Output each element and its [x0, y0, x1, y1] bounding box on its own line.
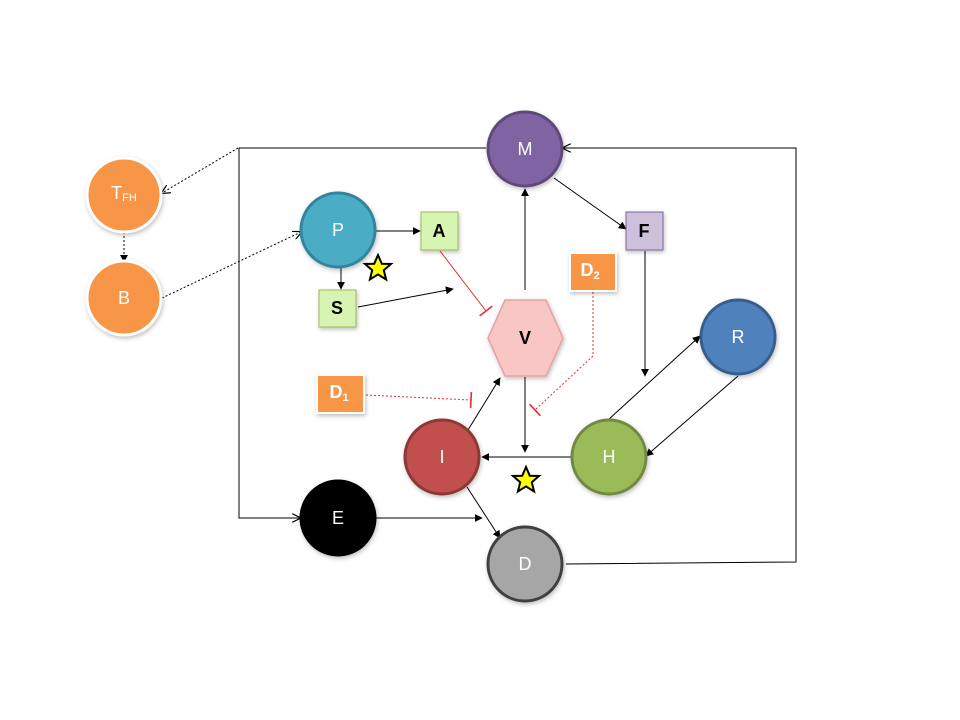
node-i: I	[403, 418, 481, 496]
box-d1-sub: 1	[342, 392, 348, 404]
edge-i-to-d	[466, 486, 501, 539]
edges	[120, 147, 797, 565]
svg-text:D1: D1	[329, 382, 348, 404]
node-r: R	[699, 298, 777, 376]
edge-h-to-r	[607, 335, 701, 421]
svg-text:TFH: TFH	[111, 183, 137, 204]
box-d2-label: D	[580, 260, 593, 280]
node-i-label: I	[439, 447, 444, 467]
edge-r-to-h	[645, 375, 739, 457]
edge-b-to-p	[161, 232, 301, 299]
star-icon	[510, 464, 542, 494]
edge-m-to-e-loop	[238, 147, 486, 518]
node-p-label: P	[332, 220, 344, 240]
node-tfh-label: T	[111, 183, 122, 203]
box-a: A	[420, 211, 459, 251]
node-d-label: D	[519, 554, 532, 574]
edge-d2-inhibits	[528, 292, 594, 417]
node-e: E	[299, 479, 377, 557]
node-d: D	[486, 525, 564, 603]
box-d1: D1	[316, 374, 365, 414]
box-d2-sub: 2	[593, 270, 599, 282]
node-v-label: V	[519, 328, 531, 348]
box-d2: D2	[569, 252, 617, 292]
box-d1-label: D	[329, 382, 342, 402]
node-p: P	[299, 191, 377, 269]
node-m-label: M	[518, 139, 533, 159]
node-b: B	[85, 259, 163, 337]
box-a-label: A	[433, 221, 446, 241]
node-tfh-sub: FH	[122, 192, 137, 204]
edge-d1-inhibits-v	[365, 391, 473, 409]
node-m: M	[486, 110, 564, 188]
node-h-label: H	[603, 447, 616, 467]
edge-d-to-m-loop	[563, 148, 797, 565]
svg-text:D2: D2	[580, 260, 599, 282]
node-b-label: B	[118, 288, 130, 308]
box-f-label: F	[639, 221, 650, 241]
edge-s-to-v	[357, 286, 454, 308]
edge-a-inhibits-v	[439, 250, 493, 317]
node-e-label: E	[332, 508, 344, 528]
box-s-label: S	[331, 298, 343, 318]
node-v: V	[487, 299, 564, 377]
edge-i-to-v	[467, 377, 501, 431]
node-h: H	[570, 418, 648, 496]
box-s: S	[318, 289, 357, 328]
edge-m-to-f	[553, 177, 627, 230]
node-tfh: TFH	[85, 156, 163, 234]
box-f: F	[625, 211, 664, 251]
edge-m-to-tfh	[162, 147, 239, 193]
star-icon	[362, 252, 394, 282]
node-r-label: R	[732, 327, 745, 347]
